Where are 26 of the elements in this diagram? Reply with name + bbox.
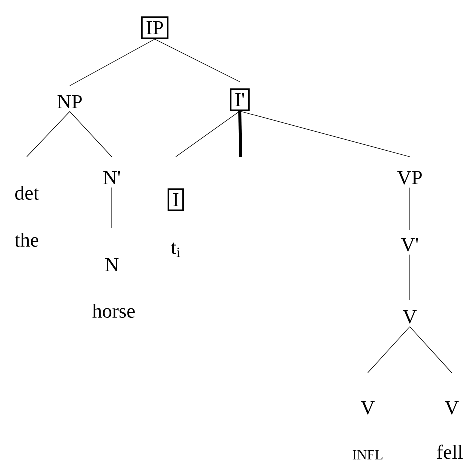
- boxed-label: I': [230, 88, 250, 112]
- tree-label: V': [401, 238, 418, 252]
- boxed-label: I: [168, 188, 184, 212]
- tree-label: det: [16, 186, 40, 200]
- tree-label: V: [445, 401, 459, 415]
- branch-line: [368, 326, 410, 374]
- tree-label: NP: [58, 95, 82, 109]
- branch-line: [410, 326, 452, 374]
- branch-line: [154, 39, 240, 82]
- tree-label: N: [105, 258, 119, 272]
- branch-line: [240, 111, 410, 158]
- boxed-label: IP: [141, 16, 169, 40]
- leaf-word: the: [14, 232, 39, 248]
- leaf-word: horse: [92, 304, 135, 318]
- leaf-word: t$_{i}$: [171, 242, 180, 258]
- leaf-word: fell: [437, 444, 463, 460]
- branch-line: [26, 111, 70, 158]
- tree-label: V: [403, 310, 417, 324]
- tree-label: N': [104, 171, 120, 185]
- branch-line: [70, 111, 112, 158]
- tree-label: VP: [397, 171, 422, 185]
- branch-line: [176, 111, 240, 158]
- tree-label: V: [361, 401, 375, 415]
- leaf-word: INFL: [352, 450, 383, 460]
- branch-line: [70, 39, 156, 86]
- branch-line: [238, 111, 242, 158]
